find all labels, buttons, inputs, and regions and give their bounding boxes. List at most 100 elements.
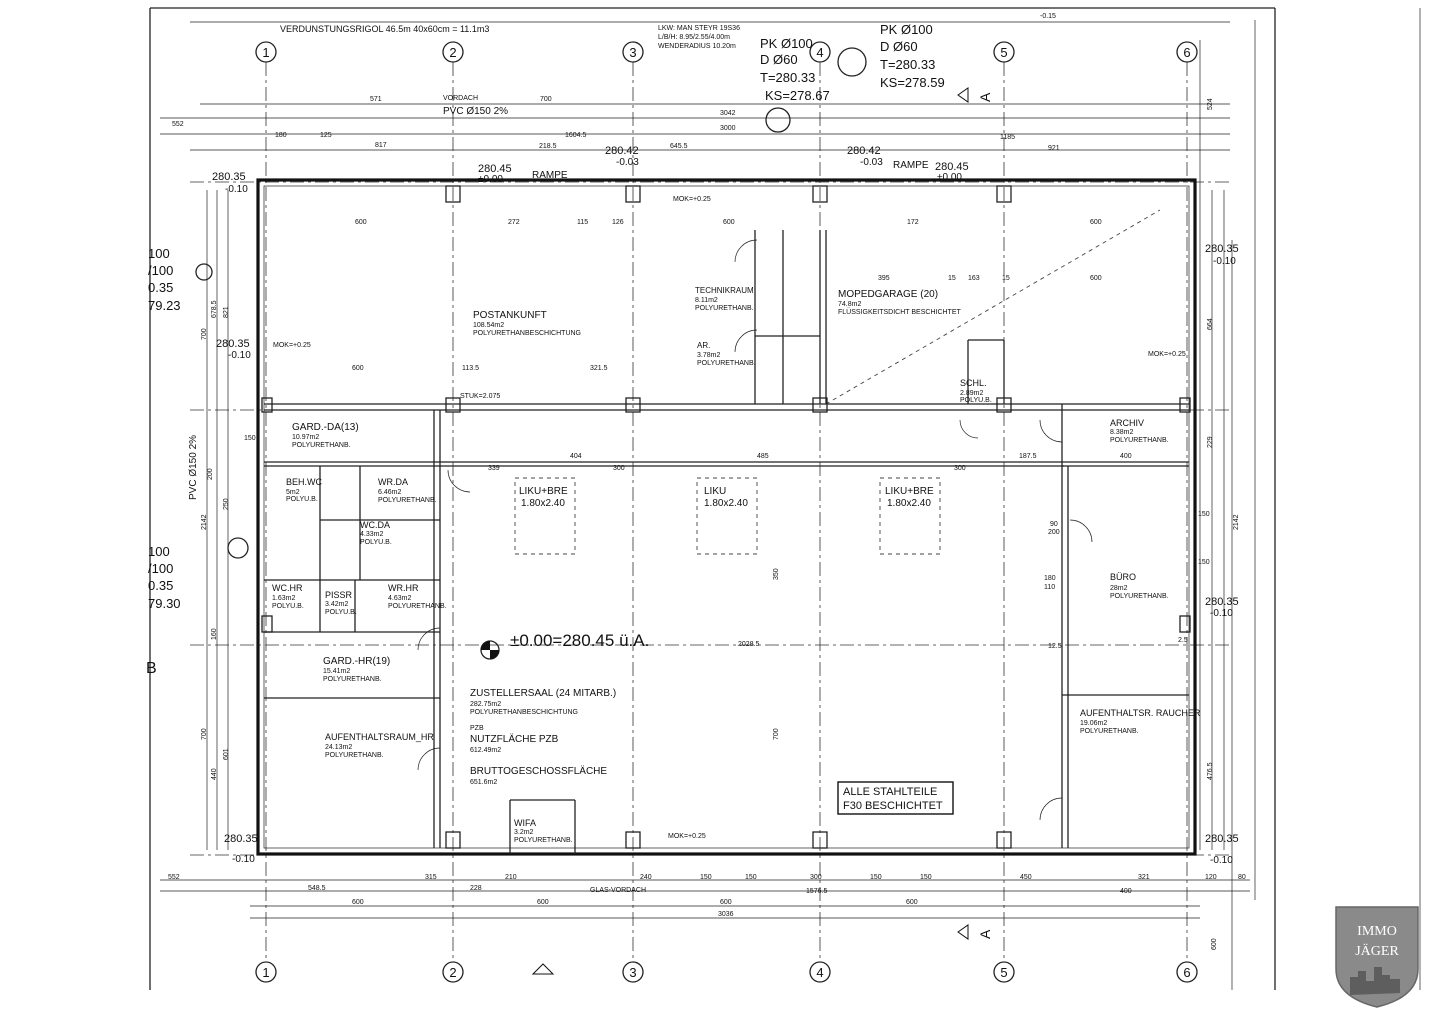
svg-text:POLYURETHANBESCHICHTUNG: POLYURETHANBESCHICHTUNG (470, 709, 578, 716)
dim-r3-300b: 300 (954, 465, 966, 472)
svg-text:PISSR: PISSR (325, 590, 353, 600)
left-mid-rel: -0.10 (228, 350, 251, 361)
svg-text:POSTANKUNFT: POSTANKUNFT (473, 310, 547, 321)
corner-br-rel: -0.10 (1210, 855, 1233, 866)
room-ar: AR. 3.78m2 POLYURETHANB. (697, 341, 756, 367)
dim-r2-15a: 15 (948, 275, 956, 282)
dim-top-180: 180 (275, 132, 287, 139)
manhole-left-a (195, 263, 213, 281)
left-b1: 100 (148, 544, 170, 559)
dim-left-2142: 2142 (201, 514, 208, 530)
rampe-right: RAMPE (893, 160, 929, 171)
columns (261, 185, 1191, 849)
dim-left-700b: 700 (201, 728, 208, 740)
axis-marker-2-bottom: 2 (442, 961, 464, 983)
axis-marker-5-bottom: 5 (993, 961, 1015, 983)
svg-text:POLYURETHANBESCHICHTUNG: POLYURETHANBESCHICHTUNG (473, 330, 581, 337)
room-wc-hr: WC.HR 1.63m2 POLYU.B. (272, 583, 304, 610)
svg-text:POLYURETHANB.: POLYURETHANB. (1110, 593, 1169, 600)
dim-top-1185: 1185 (1000, 134, 1015, 141)
room-raucher: AUFENTHALTSR. RAUCHER 19.06m2 POLYURETHA… (1080, 708, 1201, 735)
svg-text:GARD.-HR(19): GARD.-HR(19) (323, 656, 390, 667)
svg-text:WIFA: WIFA (514, 818, 536, 828)
dim-b2-1576: 1576.5 (806, 888, 828, 895)
svg-text:5: 5 (1000, 45, 1007, 60)
lkw-note-3: WENDERADIUS 10.20m (658, 43, 736, 50)
dim-r1-115: 115 (577, 219, 588, 226)
dim-b2-600d: 600 (906, 899, 918, 906)
right-mid-rel: -0.10 (1210, 608, 1233, 619)
dim-top-921: 921 (1048, 145, 1060, 152)
svg-text:5m2: 5m2 (286, 489, 300, 496)
section-a-bottom: A (977, 929, 993, 939)
dim-mid-700: 700 (773, 728, 780, 740)
entrance-arrow-icon (531, 963, 555, 975)
room-wc-da: WC.DA 4.33m2 POLYU.B. (360, 520, 392, 546)
axis-marker-6-bottom: 6 (1176, 961, 1198, 983)
svg-text:ARCHIV: ARCHIV (1110, 418, 1144, 428)
svg-text:4: 4 (816, 45, 823, 60)
axis-marker-4-top: 4 (809, 41, 831, 63)
dim-mid-110: 110 (1044, 584, 1055, 591)
dim-r2-600a: 600 (352, 365, 364, 372)
dim-right-476: 476.5 (1207, 762, 1214, 780)
axis-marker-4-bottom: 4 (809, 961, 831, 983)
room-schl: SCHL. 2.89m2 POLYU.B. (960, 378, 992, 404)
level-d: 280.45 (935, 161, 969, 173)
left-b2: /100 (148, 561, 173, 576)
dim-left-250: 250 (223, 498, 230, 510)
level-d-rel: ±0.00 (937, 172, 962, 183)
dim-b1-210: 210 (505, 874, 517, 881)
dim-mid-12: 12.5 (1048, 643, 1062, 650)
svg-text:3.78m2: 3.78m2 (697, 352, 720, 359)
d-left: D Ø60 (760, 52, 798, 67)
immo-jaeger-logo: IMMO JÄGER (1335, 906, 1419, 1008)
dim-top-125: 125 (320, 132, 332, 139)
left-b3: 0.35 (148, 578, 173, 593)
liku-3-size: 1.80x2.40 (887, 498, 931, 509)
corner-tr-rel: -0.10 (1213, 256, 1236, 267)
dim-top-645: 645.5 (670, 143, 688, 150)
svg-text:2.89m2: 2.89m2 (960, 390, 983, 397)
corner-bl-level: 280.35 (224, 833, 258, 845)
svg-text:15.41m2: 15.41m2 (323, 668, 350, 675)
dim-r2-321: 321.5 (590, 365, 608, 372)
mok-label-4: MOK=+0.25 (668, 833, 706, 840)
svg-text:GARD.-DA(13): GARD.-DA(13) (292, 422, 359, 433)
lkw-note-1: LKW: MAN STEYR 19S36 (658, 25, 740, 32)
manhole-right (837, 47, 867, 77)
liku-3-label: LIKU+BRE (885, 486, 934, 497)
svg-text:TECHNIKRAUM: TECHNIKRAUM (695, 286, 754, 295)
svg-text:108.54m2: 108.54m2 (473, 322, 504, 329)
svg-text:AR.: AR. (697, 341, 710, 350)
top-edge-level: -0.15 (1040, 13, 1056, 20)
dimension-lines (160, 21, 1250, 919)
svg-text:WC.DA: WC.DA (360, 520, 390, 530)
svg-text:1.63m2: 1.63m2 (272, 595, 295, 602)
dim-r1-172: 172 (907, 219, 919, 226)
left-mid-level: 280.35 (216, 338, 250, 350)
t-left: T=280.33 (760, 70, 815, 85)
svg-text:612.49m2: 612.49m2 (470, 747, 501, 754)
svg-text:1: 1 (262, 965, 269, 980)
svg-text:POLYU.B.: POLYU.B. (360, 539, 392, 546)
svg-text:BRUTTOGESCHOSSFLÄCHE: BRUTTOGESCHOSSFLÄCHE (470, 765, 607, 777)
steel-note: ALLE STAHLTEILE F30 BESCHICHTET (837, 781, 954, 815)
sheet-frame (149, 7, 1421, 990)
dim-r3-339: 339 (488, 465, 500, 472)
dim-left-440: 440 (211, 768, 218, 780)
svg-text:JÄGER: JÄGER (1355, 942, 1399, 959)
right-mid-level: 280.35 (1205, 596, 1239, 608)
interior-walls (264, 209, 1189, 854)
level-a-rel: ±0.00 (478, 174, 503, 185)
level-c-rel: -0.03 (860, 157, 883, 168)
dim-left-160: 160 (211, 628, 218, 640)
dim-r1-600a: 600 (355, 219, 367, 226)
corner-br-level: 280.35 (1205, 833, 1239, 845)
svg-text:6: 6 (1183, 965, 1190, 980)
corner-tr-level: 280.35 (1205, 243, 1239, 255)
pvc-top-label: PVC Ø150 2% (443, 106, 508, 117)
svg-text:4.33m2: 4.33m2 (360, 531, 383, 538)
level-b-rel: -0.03 (616, 157, 639, 168)
dim-top-552: 552 (172, 121, 184, 128)
